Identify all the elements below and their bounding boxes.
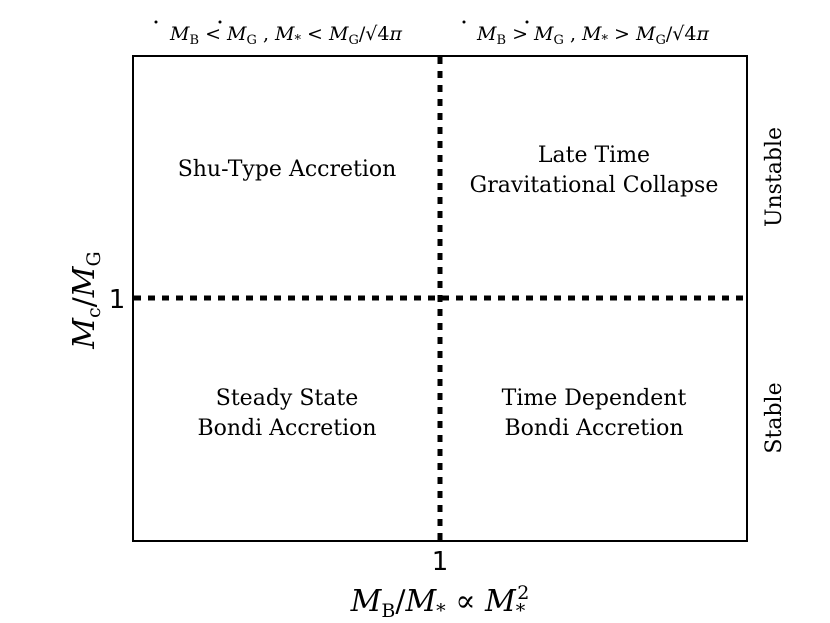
y-axis-tick-1: 1 <box>109 285 126 315</box>
left-condition-label: MB < MG , M* < MG/√4π <box>169 23 402 48</box>
quadrant-top-left-line-1: Shu-Type Accretion <box>178 157 397 182</box>
side-label-stable: Stable <box>762 382 787 453</box>
quadrant-top-right-line-2: Gravitational Collapse <box>470 173 719 198</box>
quadrant-bottom-left-line-2: Bondi Accretion <box>197 416 376 441</box>
dot-accent <box>154 20 158 24</box>
dot-accent <box>525 20 529 24</box>
y-axis-label: Mc/MG <box>67 251 105 349</box>
quadrant-bottom-right-line-2: Bondi Accretion <box>504 416 683 441</box>
diagram-frame <box>132 55 748 542</box>
side-label-unstable: Unstable <box>762 127 787 227</box>
quadrant-top-right-line-1: Late Time <box>538 143 650 168</box>
right-condition-label: MB > MG , M* > MG/√4π <box>476 23 709 48</box>
dot-accent <box>218 20 222 24</box>
dot-accent <box>462 20 466 24</box>
x-axis-label: MB/M* ∝ M*2 <box>350 582 530 622</box>
quadrant-bottom-right-line-1: Time Dependent <box>502 386 687 411</box>
x-axis-tick-1: 1 <box>432 547 449 577</box>
quadrant-bottom-left-line-1: Steady State <box>216 386 358 411</box>
